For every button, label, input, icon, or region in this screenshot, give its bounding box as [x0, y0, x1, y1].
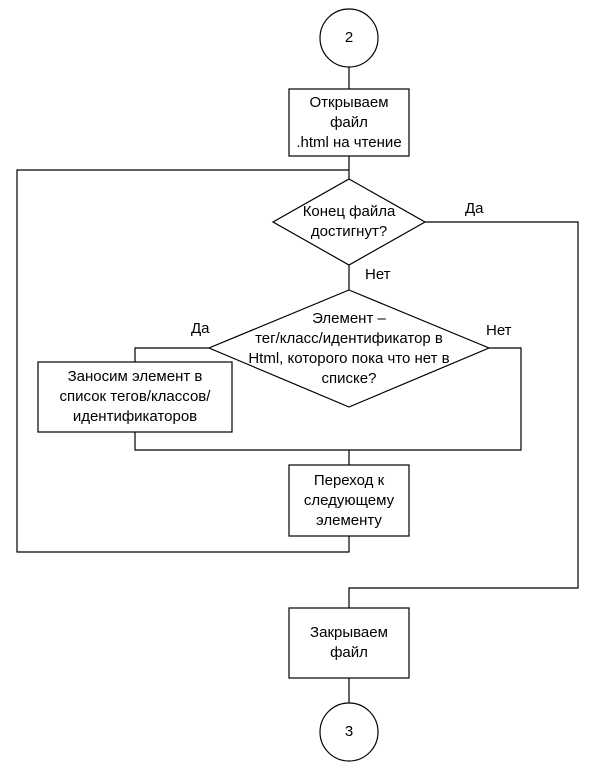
start-connector-label: 2 [344, 29, 354, 46]
add-element-text: Заносим элемент в список тегов/классов/ … [59, 368, 211, 425]
element-no-label: Нет [486, 322, 512, 339]
element-decision-diamond [207, 289, 491, 408]
close-file-text: Закрываем файл [310, 624, 388, 661]
edge-element-no-to-merge [349, 347, 522, 451]
next-element-text: Переход к следующему элементу [303, 471, 395, 529]
eof-yes-label: Да [465, 200, 484, 217]
element-decision-text: Элемент – тег/класс/идентификатор в Html… [248, 309, 450, 387]
edge-loop-back [16, 169, 350, 553]
edge-element-yes-to-add [134, 347, 209, 362]
eof-decision-text: Конец файла достигнут? [302, 203, 396, 240]
eof-no-label: Нет [365, 266, 391, 283]
edge-add-to-merge [134, 432, 349, 451]
end-connector-label: 3 [344, 723, 354, 740]
element-yes-label: Да [191, 320, 210, 337]
edge-eof-yes-to-close [348, 221, 579, 608]
open-file-text: Открываем файл .html на чтение [296, 93, 402, 151]
